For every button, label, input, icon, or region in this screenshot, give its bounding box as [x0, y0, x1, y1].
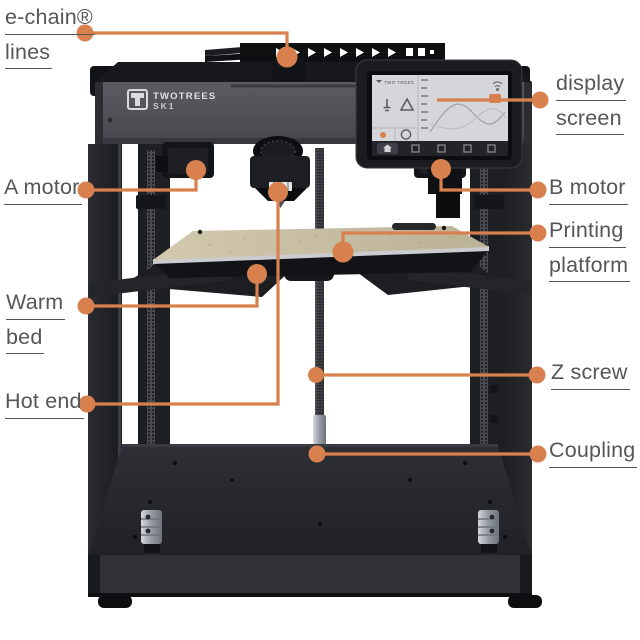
printing-platform-part	[153, 223, 489, 278]
label-platform-line1: Printing	[549, 219, 626, 248]
label-platform-line2: platform	[549, 254, 631, 282]
label-coupling: Coupling	[549, 439, 638, 475]
label-echain-line2: lines	[5, 41, 53, 69]
label-printing-platform: Printing platform	[549, 219, 631, 289]
screen-navbar	[372, 141, 508, 156]
label-display-line2: screen	[556, 107, 624, 135]
label-warm-bed-line1: Warm	[6, 291, 66, 320]
label-warm-bed: Warm bed	[6, 291, 66, 361]
temp-axis-ticks	[421, 79, 428, 129]
brand-name: TWOTREES	[153, 91, 216, 102]
brand-logo: TWOTREES SK1	[127, 89, 216, 111]
label-echain-lines: e-chain® lines	[5, 6, 95, 76]
wifi-icon	[492, 81, 503, 92]
label-z-screw: Z screw	[551, 361, 630, 397]
hot-end-part	[250, 136, 310, 208]
label-display-screen: display screen	[556, 72, 627, 142]
speed-icon	[400, 129, 412, 140]
filament-icon	[380, 132, 386, 138]
callout-line-warm-bed	[86, 276, 259, 308]
display-screen-part: TWO TREES	[355, 59, 523, 218]
base	[88, 444, 542, 608]
screen-brand: TWO TREES	[376, 80, 414, 85]
svg-text:TWO TREES: TWO TREES	[384, 80, 414, 85]
callout-lines	[76, 24, 549, 463]
side-couplings	[141, 510, 499, 553]
bed-level-icon	[399, 97, 415, 111]
nav-icon-2	[411, 144, 420, 153]
label-b-motor: B motor	[549, 176, 628, 212]
label-hot-end: Hot end	[5, 390, 84, 426]
nav-icon-5	[487, 144, 496, 153]
brand-model: SK1	[153, 101, 176, 111]
temp-curve-1	[429, 103, 506, 133]
nozzle-icon	[383, 99, 391, 112]
z-screw-part	[298, 148, 341, 463]
nav-icon-3	[437, 144, 446, 153]
nav-icon-4	[463, 144, 472, 153]
home-icon	[383, 144, 392, 152]
label-echain-line1: e-chain®	[5, 6, 95, 35]
label-warm-bed-line2: bed	[6, 326, 45, 354]
label-a-motor: A motor	[4, 176, 82, 212]
e-chain	[205, 43, 445, 82]
callout-line-hot-end	[87, 194, 280, 406]
temp-curve-2	[429, 107, 506, 130]
label-display-line1: display	[556, 72, 627, 101]
